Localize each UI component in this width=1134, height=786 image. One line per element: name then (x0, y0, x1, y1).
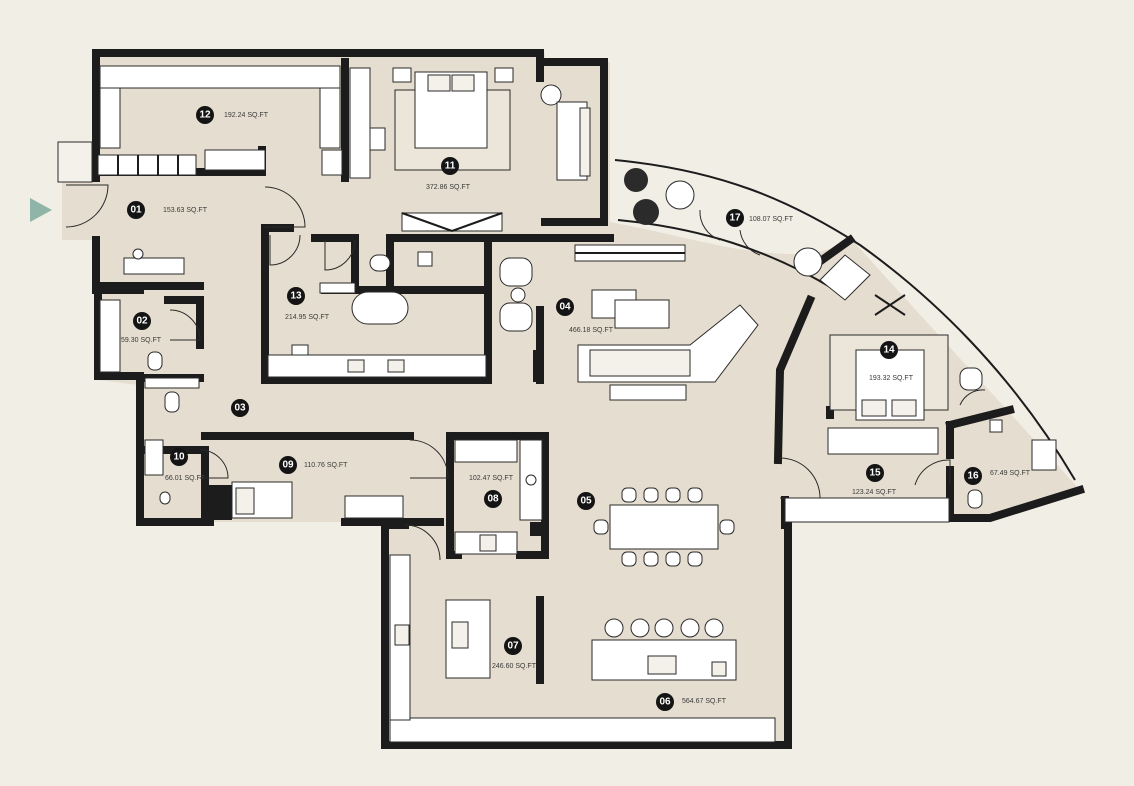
svg-text:17: 17 (729, 213, 741, 224)
room-badge-16: 16 (964, 467, 982, 485)
room-badge-11: 11 (441, 157, 459, 175)
east-wing-furniture (624, 168, 1057, 523)
svg-text:12: 12 (199, 110, 211, 121)
room-badge-08: 08 (484, 490, 502, 508)
room-area-14: 193.32 SQ.FT (869, 375, 914, 382)
living-room-furniture (499, 244, 759, 401)
svg-text:06: 06 (659, 697, 671, 708)
svg-text:13: 13 (290, 291, 302, 302)
room-area-01: 153.63 SQ.FT (163, 207, 208, 214)
room-area-04: 466.18 SQ.FT (569, 327, 614, 334)
master-bedroom-furniture (349, 67, 591, 232)
room-badge-05: 05 (577, 492, 595, 510)
room-badge-09: 09 (279, 456, 297, 474)
room-badge-17: 17 (726, 209, 744, 227)
svg-text:04: 04 (559, 302, 571, 313)
entrance-arrow-icon (30, 198, 52, 222)
room-badge-14: 14 (880, 341, 898, 359)
room-area-07: 246.60 SQ.FT (492, 663, 537, 670)
room-badge-06: 06 (656, 693, 674, 711)
bedroom-09-furniture (207, 481, 404, 520)
svg-text:02: 02 (136, 316, 148, 327)
room-area-12: 192.24 SQ.FT (224, 112, 269, 119)
room-badge-10: 10 (170, 448, 188, 466)
room-area-02: 59.30 SQ.FT (121, 337, 162, 344)
bathroom-furniture (267, 251, 487, 378)
room-badge-04: 04 (556, 298, 574, 316)
room-area-16: 67.49 SQ.FT (990, 470, 1031, 477)
dining-furniture (593, 487, 735, 567)
entrance-porch (57, 141, 93, 183)
svg-text:05: 05 (580, 496, 592, 507)
svg-text:09: 09 (282, 460, 294, 471)
room-badge-01: 01 (127, 201, 145, 219)
room-area-15: 123.24 SQ.FT (852, 489, 897, 496)
room-area-08: 102.47 SQ.FT (469, 475, 514, 482)
room-badge-15: 15 (866, 464, 884, 482)
foyer-furniture (99, 248, 200, 505)
room-area-17: 108.07 SQ.FT (749, 216, 794, 223)
walk-in-closet-furniture (97, 65, 343, 176)
room-badge-13: 13 (287, 287, 305, 305)
svg-text:11: 11 (445, 161, 456, 172)
doors (65, 184, 986, 561)
kitchen-furniture (389, 439, 776, 743)
floor-fill (62, 53, 1080, 745)
room-area-10: 66.01 SQ.FT (165, 475, 206, 482)
svg-text:07: 07 (507, 641, 519, 652)
room-area-09: 110.76 SQ.FT (304, 462, 348, 469)
svg-text:15: 15 (869, 468, 881, 479)
room-badge-03: 03 (231, 399, 249, 417)
svg-text:08: 08 (487, 494, 499, 505)
room-badge-07: 07 (504, 637, 522, 655)
room-badge-02: 02 (133, 312, 151, 330)
svg-text:16: 16 (967, 471, 979, 482)
room-area-13: 214.95 SQ.FT (285, 314, 330, 321)
room-badge-12: 12 (196, 106, 214, 124)
room-area-11: 372.86 SQ.FT (426, 184, 471, 191)
svg-text:14: 14 (883, 345, 895, 356)
svg-text:01: 01 (130, 205, 142, 216)
room-area-06: 564.67 SQ.FT (682, 698, 727, 705)
svg-text:10: 10 (173, 452, 185, 463)
svg-text:03: 03 (234, 403, 246, 414)
